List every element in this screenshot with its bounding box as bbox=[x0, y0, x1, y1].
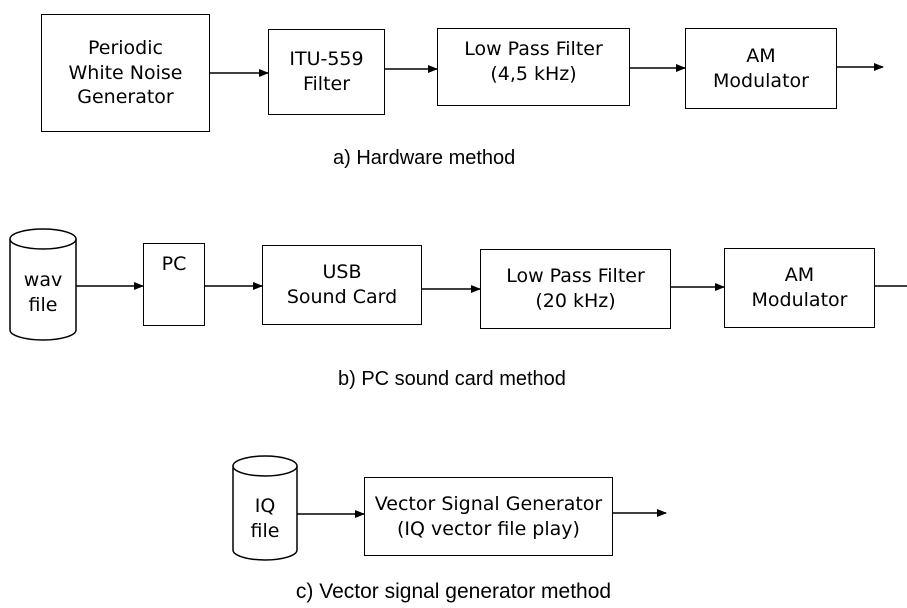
block-vector-signal-generator: Vector Signal Generator (IQ vector file … bbox=[364, 477, 613, 556]
iq-file-cylinder-icon bbox=[232, 455, 298, 561]
block-label-line: (20 kHz) bbox=[535, 290, 616, 312]
block-label-line: AM bbox=[784, 264, 815, 287]
block-label-line: White Noise bbox=[68, 61, 183, 84]
block-label-line: Sound Card bbox=[286, 286, 398, 308]
file-label-line: file bbox=[250, 519, 280, 542]
block-low-pass-filter-20khz: Low Pass Filter (20 kHz) bbox=[480, 249, 671, 329]
block-itu-559-filter: ITU-559 Filter bbox=[268, 29, 385, 115]
block-label-line: Vector Signal Generator bbox=[374, 492, 603, 515]
block-label-line: Modulator bbox=[713, 69, 809, 92]
file-label-line: file bbox=[28, 293, 58, 316]
block-label-line: ITU-559 bbox=[289, 48, 364, 71]
block-label-line: Low Pass Filter bbox=[464, 38, 603, 60]
block-label-line: Modulator bbox=[751, 289, 848, 311]
file-label-line: wav bbox=[23, 269, 63, 291]
wav-file-cylinder-icon bbox=[9, 228, 77, 341]
caption-vector-signal-generator-method: c) Vector signal generator method bbox=[295, 580, 612, 603]
block-label-line: Low Pass Filter bbox=[506, 265, 645, 288]
caption-hardware-method: a) Hardware method bbox=[333, 147, 516, 169]
block-am-modulator-b: AM Modulator bbox=[724, 248, 875, 328]
block-label-line: USB bbox=[322, 261, 362, 284]
caption-pc-sound-card-method: b) PC sound card method bbox=[338, 368, 566, 390]
block-label-line: Periodic bbox=[88, 36, 163, 59]
block-label-line: AM bbox=[746, 44, 776, 67]
block-label-line: PC bbox=[161, 253, 187, 275]
block-usb-sound-card: USB Sound Card bbox=[262, 245, 422, 325]
block-label-line: (IQ vector file play) bbox=[397, 517, 580, 540]
block-low-pass-filter-4-5khz: Low Pass Filter (4,5 kHz) bbox=[437, 28, 630, 106]
block-pc: PC bbox=[143, 243, 205, 326]
block-periodic-white-noise-generator: Periodic White Noise Generator bbox=[41, 14, 210, 132]
block-label-line: (4,5 kHz) bbox=[490, 62, 577, 85]
block-label-line: Generator bbox=[77, 86, 174, 109]
wav-file-label: wav file bbox=[10, 268, 76, 317]
iq-file-label: IQ file bbox=[233, 494, 297, 543]
block-am-modulator-a: AM Modulator bbox=[685, 28, 837, 109]
block-label-line: Filter bbox=[302, 73, 351, 95]
file-label-line: IQ bbox=[254, 495, 276, 517]
